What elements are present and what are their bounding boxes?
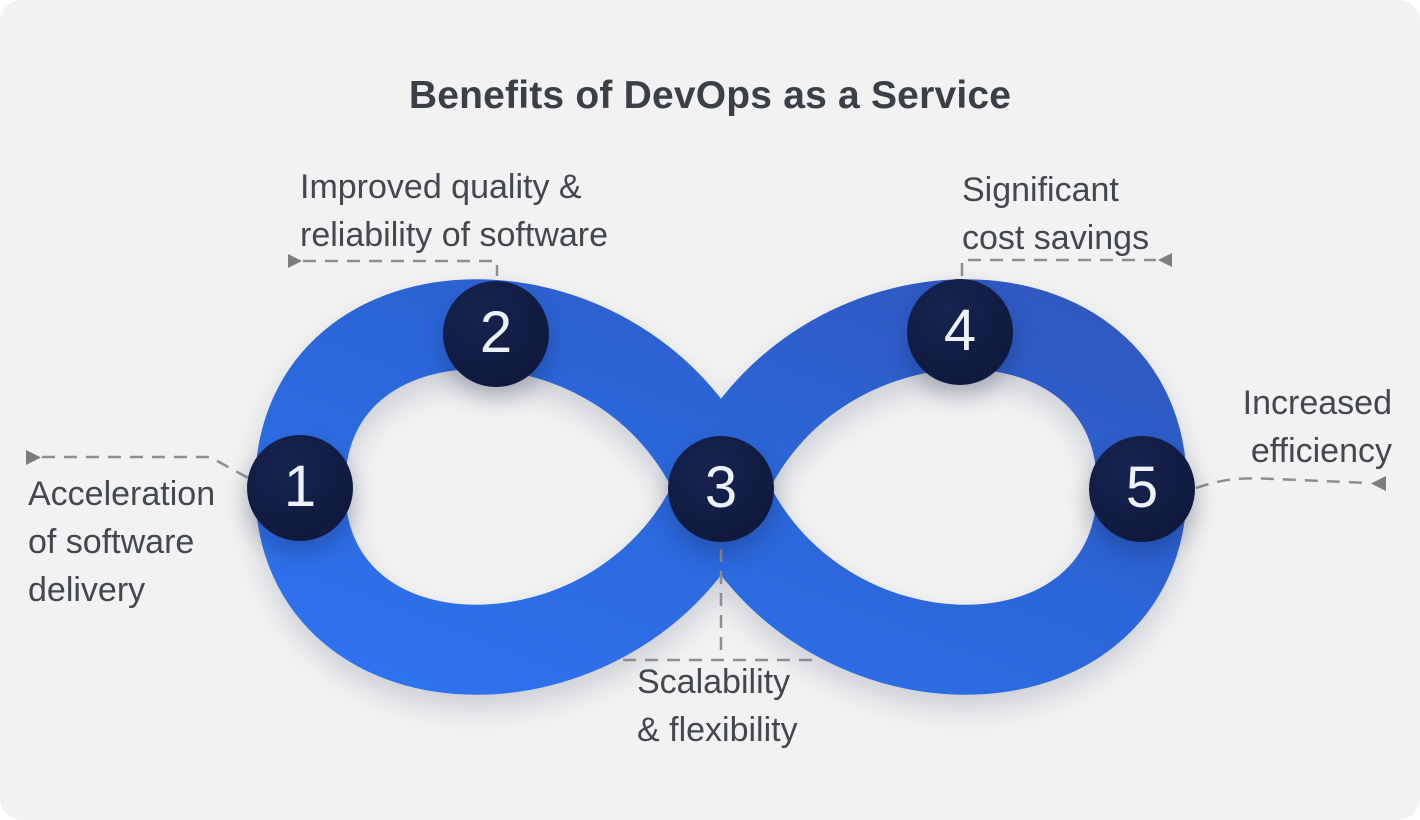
step-node-2: 2 <box>443 281 549 387</box>
step-node-4: 4 <box>907 279 1013 385</box>
benefit-label-line: Increased <box>1242 384 1392 422</box>
connector-line-2 <box>303 259 499 276</box>
arrowhead-left-icon <box>1371 476 1386 491</box>
connector-arrowheads <box>26 253 1386 491</box>
arrowhead-left-icon <box>1158 253 1172 267</box>
connector-line-1 <box>42 455 251 481</box>
step-number: 4 <box>943 298 977 363</box>
benefit-label-line: Significant <box>962 171 1119 209</box>
step-number: 1 <box>283 454 317 519</box>
step-number: 5 <box>1125 455 1159 520</box>
benefit-label-line: Scalability <box>637 663 791 701</box>
benefit-label-line: efficiency <box>1250 432 1392 470</box>
benefit-label-line: & flexibility <box>637 711 798 749</box>
benefit-label-5: Increased efficiency <box>1243 379 1392 475</box>
connector-line-5 <box>1195 477 1370 490</box>
benefit-label-line: of software <box>28 523 195 561</box>
benefit-label-1: Acceleration of software delivery <box>28 470 215 614</box>
step-node-3: 3 <box>668 436 774 542</box>
arrowhead-right-icon <box>26 450 41 465</box>
benefit-label-4: Significant cost savings <box>962 166 1149 262</box>
benefit-label-line: reliability of software <box>300 216 609 254</box>
page-title: Benefits of DevOps as a Service <box>408 74 1012 117</box>
benefit-label-2: Improved quality & reliability of softwa… <box>300 163 608 259</box>
benefit-label-line: delivery <box>28 571 146 609</box>
step-number: 2 <box>479 300 513 365</box>
step-node-5: 5 <box>1089 436 1195 542</box>
benefit-label-line: Improved quality & <box>300 168 582 206</box>
arrowhead-right-icon <box>288 254 302 268</box>
step-number: 3 <box>704 455 738 520</box>
benefit-label-3: Scalability & flexibility <box>637 658 798 754</box>
connector-line-4 <box>960 258 1156 276</box>
step-node-1: 1 <box>247 435 353 541</box>
benefit-label-line: Acceleration <box>28 475 216 513</box>
connector-lines <box>42 258 1370 662</box>
benefit-label-line: cost savings <box>962 219 1150 257</box>
